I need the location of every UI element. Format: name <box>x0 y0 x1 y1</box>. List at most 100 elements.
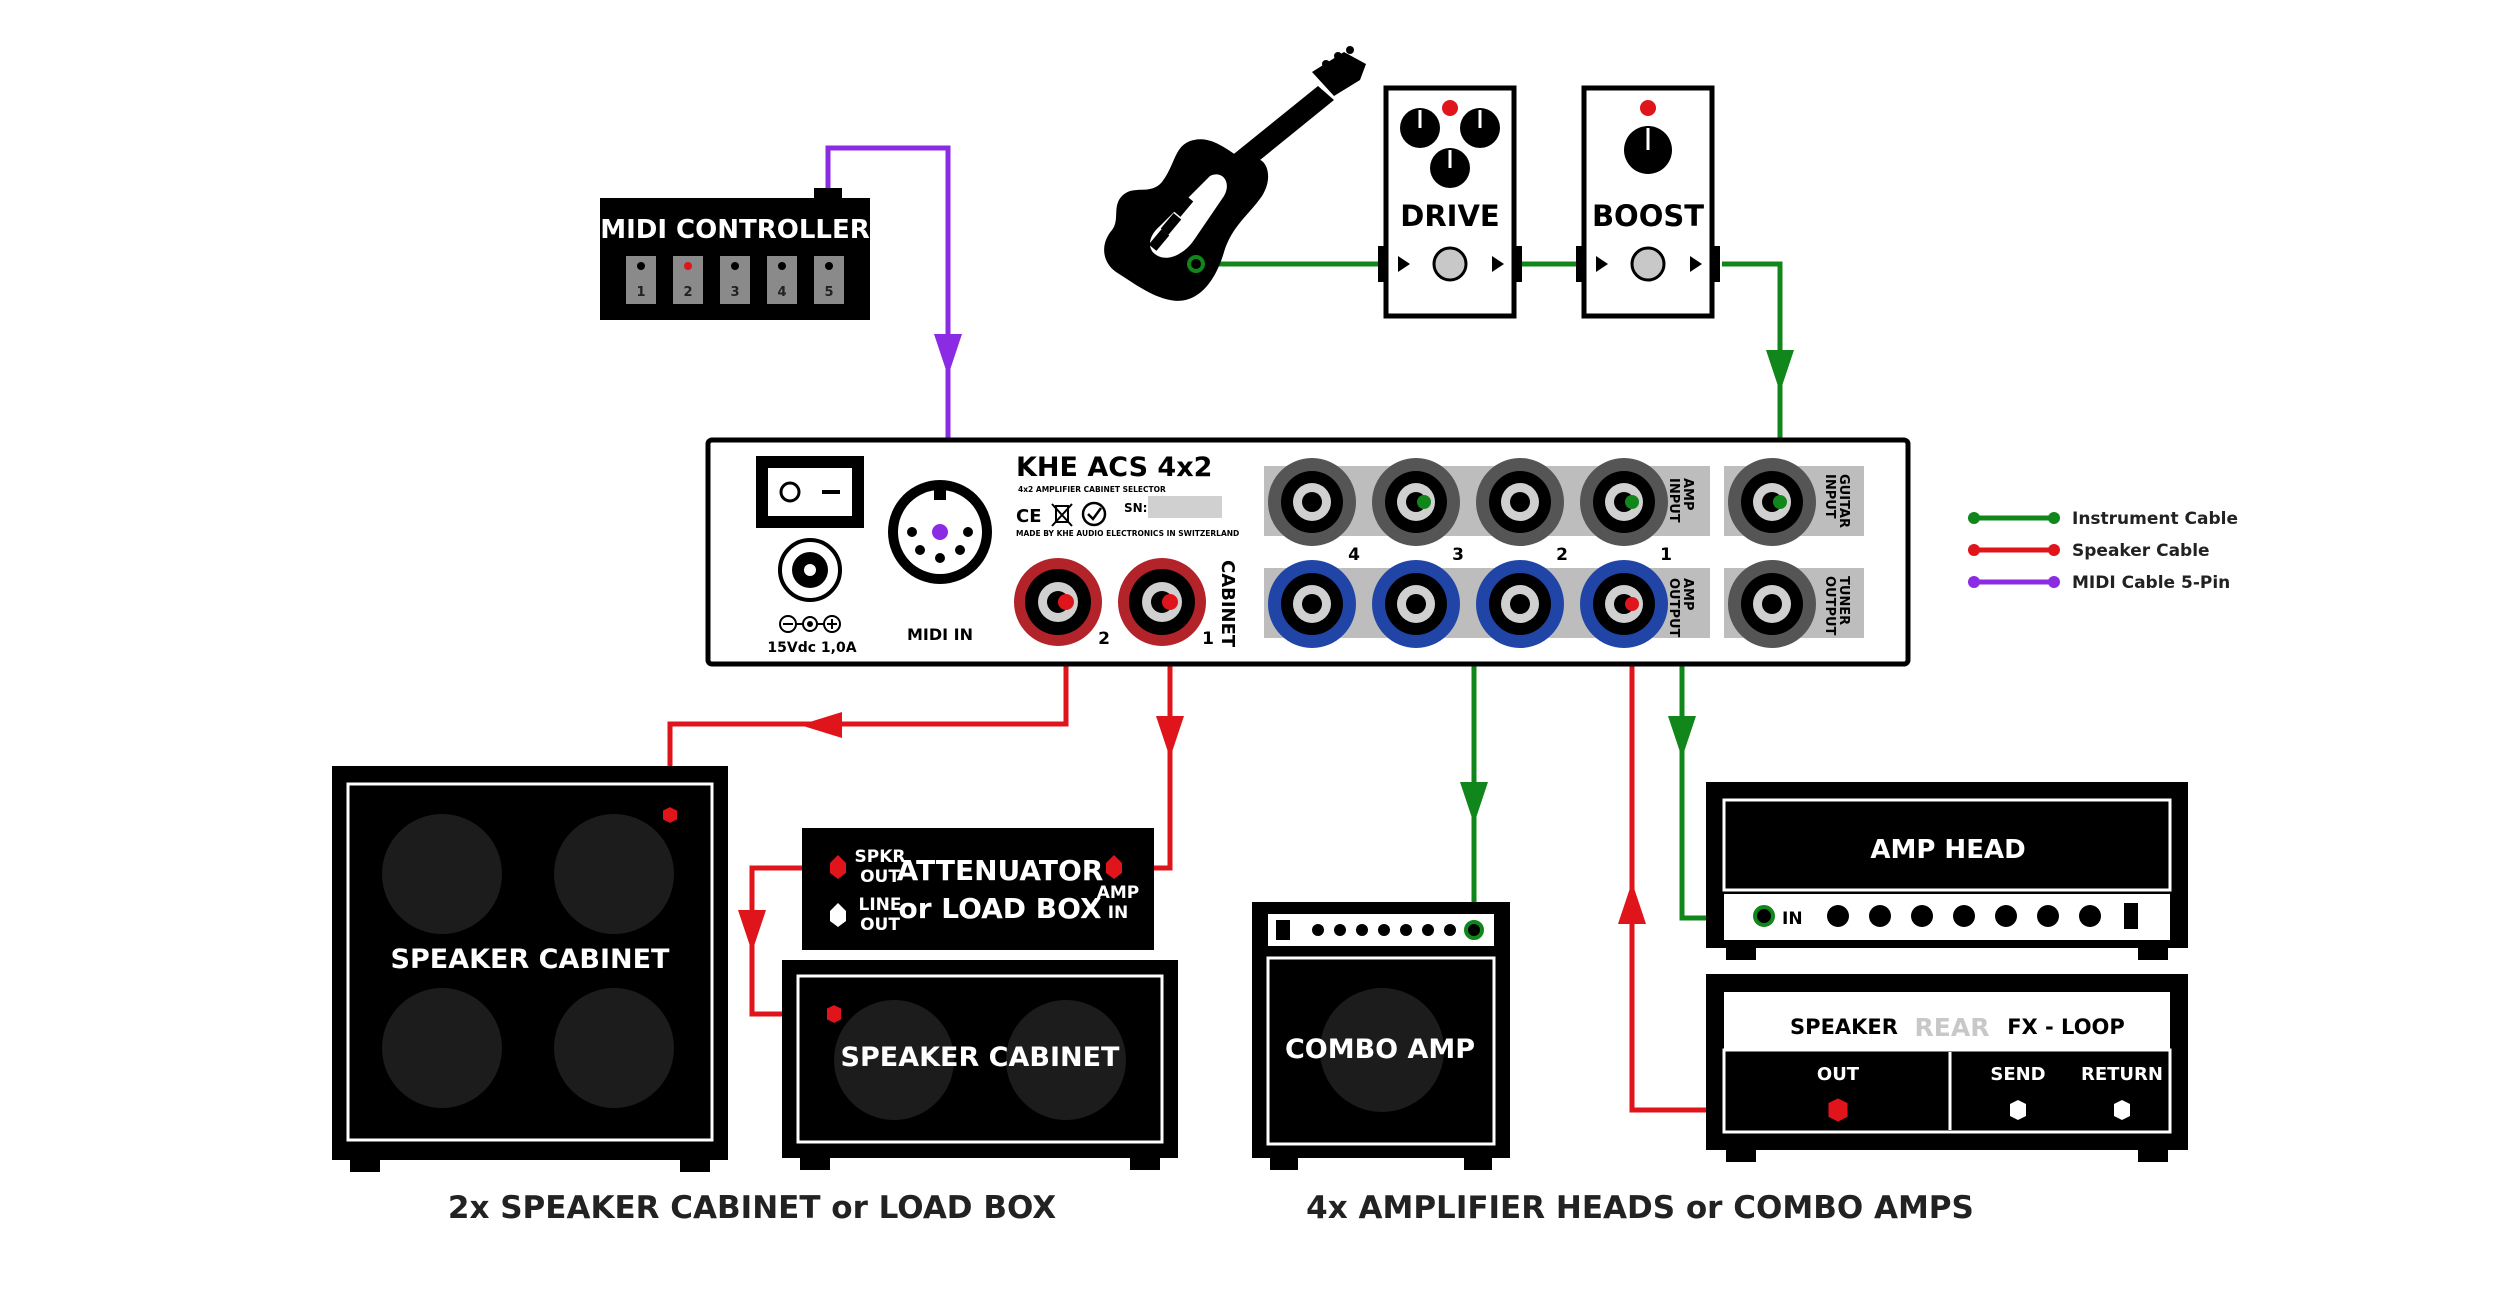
footswitch-2[interactable]: 2 <box>673 256 703 304</box>
legend-speaker-label: Speaker Cable <box>2072 541 2210 561</box>
drive-pedal: DRIVE <box>1378 85 1522 319</box>
spkr-out-label-line1: SPKR <box>855 847 906 867</box>
speaker-cabinet-4x12-jack-icon[interactable] <box>661 804 679 826</box>
amp-number-2: 2 <box>1556 545 1568 565</box>
amp-head-knob-4-icon[interactable] <box>1953 905 1975 927</box>
amp-number-1: 1 <box>1660 545 1672 565</box>
line-out-jack-icon[interactable] <box>830 903 846 927</box>
amp-input-4-jack[interactable] <box>1268 458 1356 546</box>
amp-head-input-jack[interactable] <box>1753 905 1775 927</box>
amp-head-front: AMP HEAD IN <box>1706 782 2188 960</box>
cabinet-1-jack[interactable] <box>1118 558 1206 646</box>
amp-output-1-jack[interactable] <box>1580 560 1668 648</box>
amp-head-knob-5-icon[interactable] <box>1995 905 2017 927</box>
speaker-arrow-down-1 <box>1156 716 1184 758</box>
made-by-label: MADE BY KHE AUDIO ELECTRONICS IN SWITZER… <box>1016 529 1239 538</box>
attenuator-load-box: SPKR OUT LINE OUT ATTENUATOR or LOAD BOX… <box>802 828 1154 950</box>
attenuator-title-line1: ATTENUATOR <box>897 854 1104 887</box>
sn-label: SN: <box>1124 501 1147 515</box>
amp-input-2-jack[interactable] <box>1476 458 1564 546</box>
guitar-input-jack[interactable] <box>1728 458 1816 546</box>
cabinet-label: CABINET <box>1217 560 1238 648</box>
footswitch-1[interactable]: 1 <box>626 256 656 304</box>
dc-power-jack[interactable] <box>778 538 842 602</box>
ce-mark: CE <box>1016 506 1042 527</box>
drive-in-arrow-icon <box>1398 256 1410 272</box>
model-subtitle: 4x2 AMPLIFIER CABINET SELECTOR <box>1018 485 1166 494</box>
amp-head-knob-1-icon[interactable] <box>1827 905 1849 927</box>
legend-item-midi: MIDI Cable 5-Pin <box>1968 573 2230 593</box>
drive-pedal-label: DRIVE <box>1400 199 1499 233</box>
cabinet-2-jack[interactable] <box>1014 558 1102 646</box>
rear-speaker-label: SPEAKER <box>1790 1015 1898 1039</box>
model-name: KHE ACS 4x2 <box>1016 452 1212 483</box>
speaker-cabinet-2x12-jack-icon[interactable] <box>825 1002 843 1026</box>
combo-input-jack[interactable] <box>1464 920 1484 940</box>
speaker-arrow-left <box>800 712 842 738</box>
certification-marks: CE <box>1016 501 1107 527</box>
amp-in-jack-icon[interactable] <box>1106 855 1122 879</box>
amp-head-knob-3-icon[interactable] <box>1911 905 1933 927</box>
amp-output-4-jack[interactable] <box>1268 560 1356 648</box>
amp-output-3-jack[interactable] <box>1372 560 1460 648</box>
legend-midi-label: MIDI Cable 5-Pin <box>2072 573 2230 593</box>
amp-head-rear: SPEAKER REAR FX - LOOP OUT SEND RETURN <box>1706 974 2188 1162</box>
cabinet-number-2: 2 <box>1098 629 1110 649</box>
tuner-output-jack[interactable] <box>1728 560 1816 648</box>
footswitch-1-label: 1 <box>636 285 645 300</box>
speaker-arrow-down-2 <box>738 910 766 952</box>
power-switch[interactable] <box>756 456 864 528</box>
cable-legend: Instrument Cable Speaker Cable MIDI Cabl… <box>1968 509 2238 593</box>
spkr-out-jack-icon[interactable] <box>830 855 846 879</box>
rear-send-jack-icon[interactable] <box>2010 1100 2026 1120</box>
speaker-arrow-up <box>1618 882 1646 924</box>
amp-output-2-jack[interactable] <box>1476 560 1564 648</box>
drive-out-arrow-icon <box>1492 256 1504 272</box>
amp-output-label-line1: AMP <box>1680 578 1695 611</box>
boost-in-arrow-icon <box>1596 256 1608 272</box>
footswitch-5[interactable]: 5 <box>814 256 844 304</box>
amp-head-knob-7-icon[interactable] <box>2079 905 2101 927</box>
speaker-cabinet-4x12-label: SPEAKER CABINET <box>391 944 671 975</box>
rear-speaker-out-jack-icon[interactable] <box>1828 1098 1848 1122</box>
footswitch-4[interactable]: 4 <box>767 256 797 304</box>
midi-in-jack[interactable] <box>888 480 992 584</box>
rear-return-jack-icon[interactable] <box>2114 1100 2130 1120</box>
instrument-arrow-down-1 <box>1766 350 1794 392</box>
amp-number-4: 4 <box>1348 545 1360 565</box>
cable-arrows <box>738 334 1794 952</box>
tuner-output-label-line1: TUNER <box>1836 576 1851 625</box>
polarity-icon <box>779 615 841 633</box>
line-out-label-line1: LINE <box>859 895 902 915</box>
speaker-cabinet-4x12: SPEAKER CABINET <box>332 766 728 1172</box>
amp-head-input-label: IN <box>1782 909 1803 929</box>
amp-input-1-jack[interactable] <box>1580 458 1668 546</box>
attenuator-title-line2: or LOAD BOX <box>898 892 1101 925</box>
boost-out-arrow-icon <box>1690 256 1702 272</box>
boost-to-guitar-input-cable <box>1722 261 1783 504</box>
amp-number-3: 3 <box>1452 545 1464 565</box>
guitar-input-label-line2: INPUT <box>1822 474 1837 519</box>
amp-input-label-line2: INPUT <box>1666 478 1681 523</box>
combo-amp-label: COMBO AMP <box>1285 1034 1475 1065</box>
footswitch-3-label: 3 <box>730 285 739 300</box>
midi-controller-connector <box>814 188 842 200</box>
footswitch-4-label: 4 <box>777 285 786 300</box>
amp-head-power-switch[interactable] <box>2124 903 2138 929</box>
electric-guitar-icon <box>1104 46 1366 301</box>
footswitch-3[interactable]: 3 <box>720 256 750 304</box>
amp-output-label-line2: OUTPUT <box>1666 578 1681 638</box>
combo-amp: COMBO AMP <box>1252 902 1510 1170</box>
rear-send-label: SEND <box>1990 1064 2045 1085</box>
power-label: 15Vdc 1,0A <box>767 640 856 656</box>
legend-item-instrument: Instrument Cable <box>1968 509 2238 529</box>
midi-in-label: MIDI IN <box>907 625 973 644</box>
boost-footswitch[interactable] <box>1630 246 1666 282</box>
amp-head-knob-2-icon[interactable] <box>1869 905 1891 927</box>
amp-in-label-line1: AMP <box>1097 883 1140 903</box>
line-out-label-line2: OUT <box>860 915 900 935</box>
drive-footswitch[interactable] <box>1432 246 1468 282</box>
amp-head-knob-6-icon[interactable] <box>2037 905 2059 927</box>
amp-input-3-jack[interactable] <box>1372 458 1460 546</box>
